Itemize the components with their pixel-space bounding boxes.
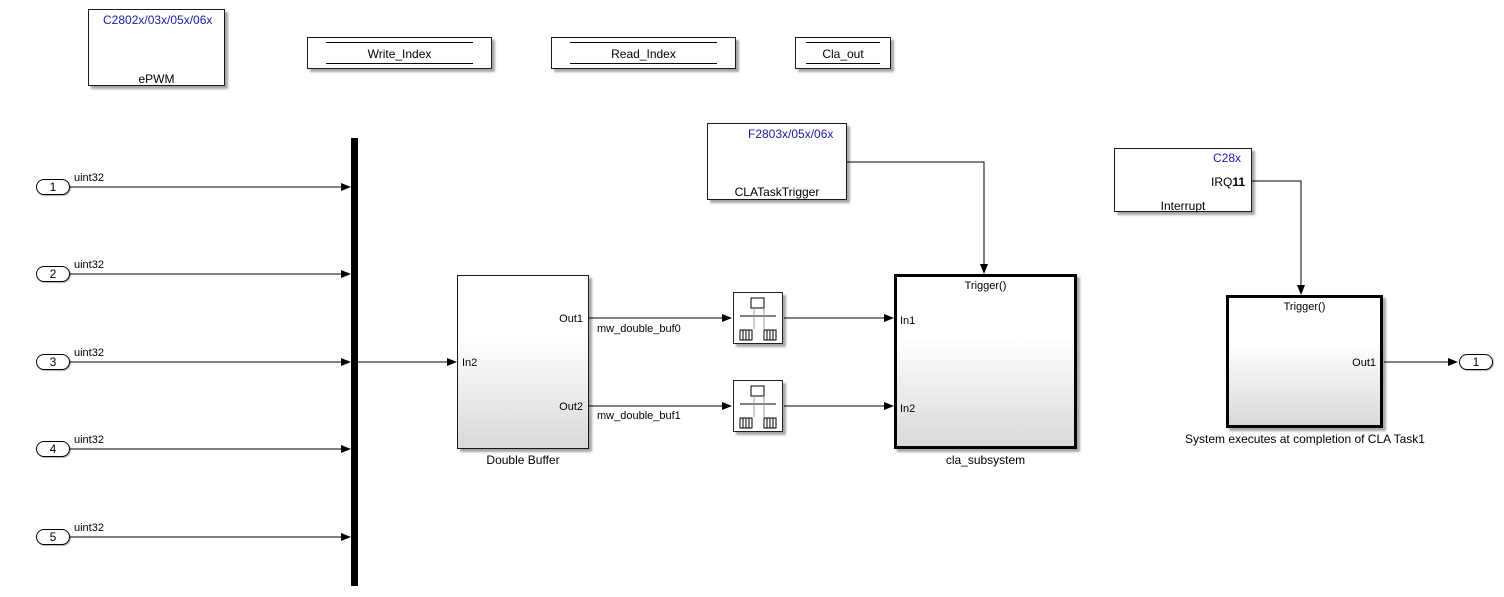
mux-bar[interactable] <box>351 138 358 586</box>
rate-transition-icon <box>739 297 777 341</box>
cla-task-trigger-name: CLATaskTrigger <box>734 185 820 199</box>
line-irq-trigger <box>1251 180 1305 295</box>
double-buffer-block[interactable]: In2 Out1 Out2 <box>457 275 589 449</box>
read-index-block[interactable]: Read_Index <box>551 37 736 69</box>
read-index-label: Read_Index <box>611 47 676 61</box>
interrupt-port: IRQ11 <box>1211 175 1245 189</box>
task-system-out: Out1 <box>1352 357 1376 369</box>
interrupt-target: C28x <box>1213 151 1242 165</box>
task-system-block[interactable]: Trigger() Out1 <box>1226 295 1383 428</box>
inport-3[interactable]: 3 <box>36 354 70 370</box>
double-buffer-in: In2 <box>462 357 478 369</box>
interrupt-name: Interrupt <box>1160 199 1206 213</box>
inport-1-type: uint32 <box>74 172 104 184</box>
task-system-trigger: Trigger() <box>1283 301 1326 313</box>
inport-2[interactable]: 2 <box>36 266 70 282</box>
write-index-label: Write_Index <box>367 47 432 61</box>
inport-3-type: uint32 <box>74 347 104 359</box>
double-buffer-out2: Out2 <box>559 401 583 413</box>
inport-1[interactable]: 1 <box>36 179 70 195</box>
signal-label-buf1: mw_double_buf1 <box>597 410 681 422</box>
cla-subsystem-block[interactable]: Trigger() In1 In2 <box>894 274 1077 449</box>
cla-task-trigger-target: F2803x/05x/06x <box>748 127 834 141</box>
double-buffer-name: Double Buffer <box>486 453 560 467</box>
cla-subsystem-in2: In2 <box>900 403 916 415</box>
line-cla-trigger <box>846 161 988 274</box>
inport-5-type: uint32 <box>74 522 104 534</box>
interrupt-port-prefix: IRQ <box>1211 175 1233 189</box>
inport-4[interactable]: 4 <box>36 441 70 457</box>
double-buffer-out1: Out1 <box>559 313 583 325</box>
rate-transition-2[interactable] <box>733 380 783 432</box>
epwm-target: C2802x/03x/05x/06x <box>103 13 213 27</box>
inport-4-type: uint32 <box>74 434 104 446</box>
cla-out-block[interactable]: Cla_out <box>795 37 891 69</box>
cla-subsystem-trigger: Trigger() <box>964 280 1007 292</box>
cla-out-label: Cla_out <box>822 47 864 61</box>
cla-subsystem-in1: In1 <box>900 315 916 327</box>
interrupt-port-num: 11 <box>1232 175 1246 189</box>
rate-transition-icon <box>739 385 777 429</box>
epwm-block[interactable]: C2802x/03x/05x/06x ePWM <box>88 9 225 86</box>
rate-transition-1[interactable] <box>733 292 783 344</box>
write-index-block[interactable]: Write_Index <box>307 37 492 69</box>
cla-subsystem-name: cla_subsystem <box>945 453 1026 467</box>
epwm-name: ePWM <box>138 72 175 86</box>
signal-label-buf0: mw_double_buf0 <box>597 323 681 335</box>
inport-2-type: uint32 <box>74 259 104 271</box>
task-system-caption: System executes at completion of CLA Tas… <box>1185 432 1425 446</box>
inport-5[interactable]: 5 <box>36 529 70 545</box>
interrupt-block[interactable]: C28x IRQ11 Interrupt <box>1114 148 1252 213</box>
outport-1[interactable]: 1 <box>1459 354 1493 370</box>
cla-task-trigger-block[interactable]: F2803x/05x/06x CLATaskTrigger <box>707 123 847 200</box>
